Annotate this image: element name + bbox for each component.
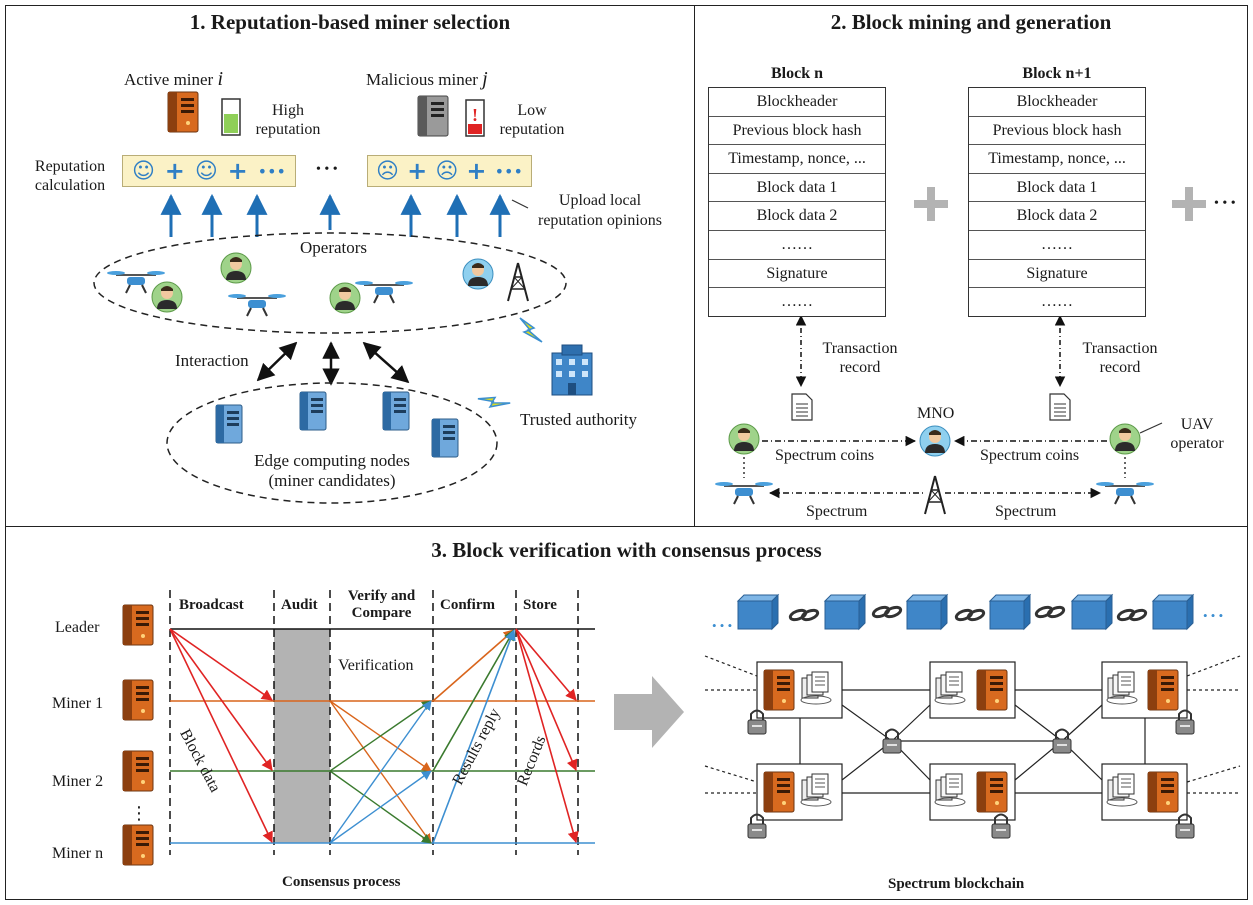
block-row: Blockheader (709, 88, 885, 117)
phase-verify-compare: Verify and Compare (347, 588, 416, 621)
block-n1: Blockheader Previous block hash Timestam… (968, 87, 1146, 317)
malicious-reputation-bar: ☹ + ☹ + ••• (367, 155, 532, 187)
block-row: Block data 2 (709, 202, 885, 231)
spectrum-label-1: Spectrum (806, 503, 868, 520)
svg-text:!: ! (472, 105, 478, 125)
phase-store: Store (523, 597, 557, 613)
smile-icon: ☺ (194, 158, 218, 184)
block-row: …… (781, 293, 813, 311)
active-miner-server (167, 91, 199, 133)
block-row: …… (1041, 293, 1073, 311)
block-row: Blockheader (969, 88, 1145, 117)
transaction-record-label-2: Transaction record (1082, 340, 1158, 376)
uav-operator-label: UAV operator (1170, 416, 1224, 452)
malicious-miner-label: Malicious miner j (366, 68, 488, 90)
phase-broadcast: Broadcast (179, 597, 244, 613)
frown-icon: ☹ (376, 158, 399, 184)
results-reply-arrows (432, 628, 516, 844)
node-miner-n: Miner n (52, 845, 104, 862)
operators-label: Operators (300, 238, 368, 257)
interaction-arrows (256, 341, 410, 386)
block-row: Signature (709, 260, 885, 289)
panel1-title: 1. Reputation-based miner selection (189, 10, 511, 34)
plus-icon: + (164, 157, 185, 185)
upload-arrows (160, 193, 511, 237)
verification-label: Verification (338, 657, 414, 674)
active-miner-label: Active miner i (124, 68, 224, 90)
block-chain (737, 594, 1194, 630)
node-timelines (170, 628, 595, 844)
block-n: Blockheader Previous block hash Timestam… (708, 87, 886, 317)
plus-separators (914, 187, 1206, 221)
node-miner-2: Miner 2 (52, 773, 104, 790)
broadcast-arrows (169, 628, 273, 844)
verify-compare-arrows (329, 700, 432, 844)
nodes-vdots: ⋮ (130, 803, 148, 824)
trusted-authority-label: Trusted authority (520, 410, 637, 429)
reputation-calculation-label: Reputation calculation (34, 158, 106, 194)
audit-band (274, 629, 330, 843)
trusted-authority-building (551, 344, 593, 396)
block-n1-label: Block n+1 (1022, 65, 1092, 82)
block-n-label: Block n (770, 65, 823, 82)
block-row: Timestamp, nonce, ... (969, 145, 1145, 174)
more-icon: ••• (494, 161, 523, 181)
panel2-title: 2. Block mining and generation (830, 10, 1112, 34)
spectrum-coins-label-1: Spectrum coins (775, 447, 875, 464)
more-blocks: • • • (1214, 196, 1236, 211)
block-row: Timestamp, nonce, ... (709, 145, 885, 174)
edge-nodes-label: Edge computing nodes (miner candidates) (254, 451, 410, 490)
malicious-miner-server (417, 95, 449, 137)
smile-icon: ☺ (131, 158, 155, 184)
consensus-process-label: Consensus process (282, 874, 401, 890)
transaction-record-label-1: Transaction record (822, 340, 898, 376)
block-row: Previous block hash (709, 117, 885, 146)
low-reputation-label: Low reputation (499, 102, 565, 138)
phase-dividers (169, 590, 579, 855)
block-row: Previous block hash (969, 117, 1145, 146)
block-row: Signature (969, 260, 1145, 289)
upload-opinions-label: Upload local reputation opinions (538, 192, 662, 229)
block-row: Block data 1 (969, 174, 1145, 203)
spectrum-coins-label-2: Spectrum coins (980, 447, 1080, 464)
interaction-label: Interaction (175, 351, 249, 370)
phase-confirm: Confirm (440, 597, 495, 613)
mno-label: MNO (917, 405, 955, 422)
spectrum-label-2: Spectrum (995, 503, 1057, 520)
frown-icon: ☹ (435, 158, 459, 184)
block-row: Block data 1 (709, 174, 885, 203)
plus-icon: + (466, 157, 487, 185)
panel3-title: 3. Block verification with consensus pro… (431, 538, 822, 562)
active-reputation-bar: ☺ + ☺ + ••• (122, 155, 296, 187)
transition-arrow (614, 676, 684, 748)
operators-ellipse (93, 232, 567, 334)
miners-ellipsis: • • • (316, 162, 338, 177)
chain-dots-right: • • • (1203, 608, 1224, 623)
network-links (799, 689, 1146, 794)
edge-nodes-ellipse (166, 382, 498, 504)
records-arrows (515, 628, 579, 844)
node-miner-1: Miner 1 (52, 695, 104, 712)
block-row: …… (969, 231, 1145, 260)
high-reputation-label: High reputation (255, 102, 321, 138)
more-icon: ••• (257, 161, 286, 181)
spectrum-blockchain-label: Spectrum blockchain (888, 876, 1025, 892)
node-leader: Leader (55, 619, 100, 636)
plus-icon: + (407, 157, 428, 185)
panel-consensus (5, 526, 1248, 900)
plus-icon: + (227, 157, 248, 185)
chain-dots-left: • • • (712, 618, 733, 633)
phase-audit: Audit (281, 597, 318, 613)
block-row: …… (709, 231, 885, 260)
block-row: Block data 2 (969, 202, 1145, 231)
